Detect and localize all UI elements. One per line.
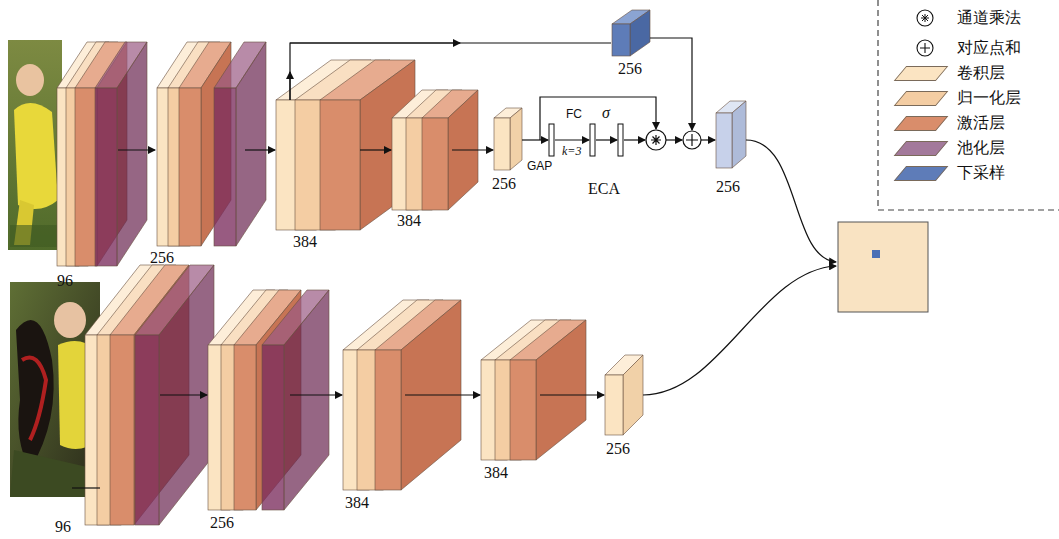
- channel-count: 256: [150, 249, 174, 267]
- channel-count: 256: [716, 178, 740, 196]
- legend-text: 卷积层: [957, 64, 1005, 82]
- input-photo: [8, 40, 62, 250]
- legend-text: 下采样: [957, 164, 1005, 182]
- channel-count: 256: [492, 175, 516, 193]
- legend-text: 归一化层: [957, 89, 1021, 107]
- legend-text: 对应点和: [957, 39, 1021, 57]
- channel-count: 384: [293, 233, 317, 251]
- legend-swatch: [894, 66, 949, 81]
- op-label: FC: [566, 108, 582, 121]
- channel-count: 256: [210, 514, 234, 532]
- response-map: [838, 222, 928, 312]
- op-label: σ: [602, 104, 610, 122]
- channel-count: 96: [57, 272, 73, 290]
- channel-count: 256: [606, 440, 630, 458]
- legend-swatch: [894, 166, 949, 181]
- legend-text: 池化层: [957, 139, 1005, 157]
- legend-swatch: [894, 141, 949, 156]
- channel-count: 384: [345, 494, 369, 512]
- legend-frame: [878, 0, 1059, 210]
- legend-text: 激活层: [957, 114, 1005, 132]
- op-label: GAP: [527, 160, 552, 173]
- legend-swatch: [894, 116, 949, 131]
- channel-count: 96: [55, 518, 71, 536]
- channel-count: 256: [618, 60, 642, 78]
- channel-count: 384: [397, 212, 421, 230]
- eca-bars: [549, 124, 623, 156]
- legend-text: 通道乘法: [957, 9, 1021, 27]
- channel-count: 384: [484, 464, 508, 482]
- flow-arrows: [72, 38, 836, 488]
- legend-swatch: [894, 91, 949, 106]
- operator-symbols: [646, 130, 701, 150]
- module-name: ECA: [588, 180, 620, 198]
- op-label: k=3: [562, 145, 581, 158]
